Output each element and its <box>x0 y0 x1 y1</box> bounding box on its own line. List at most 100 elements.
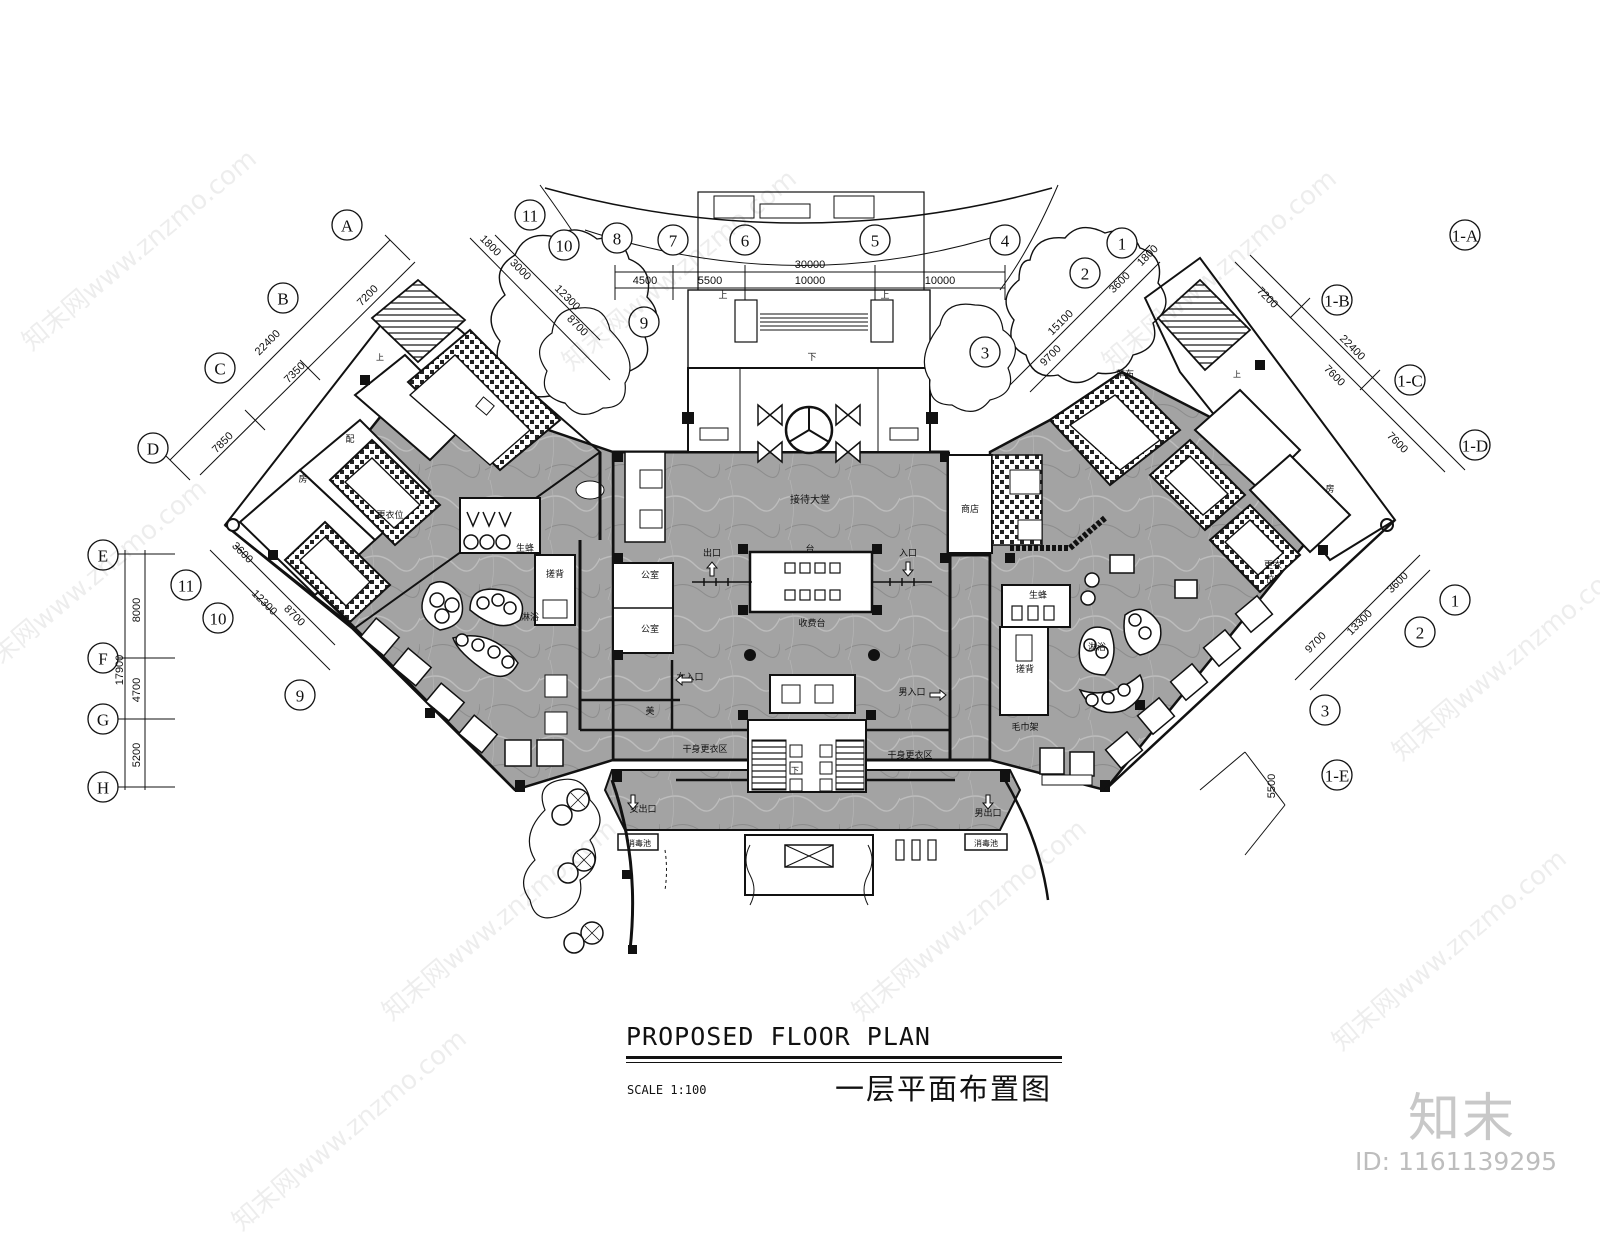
dimension-value: 30000 <box>795 259 826 271</box>
room-label: 搓背 <box>546 568 564 580</box>
room-label: 女出口 <box>629 803 656 815</box>
svg-text:1-E: 1-E <box>1325 767 1350 786</box>
title-underline-thin <box>626 1062 1062 1063</box>
room-label: 收费台 <box>798 617 825 629</box>
room-label: 配 <box>345 434 354 445</box>
dimension-value: 4500 <box>633 275 657 287</box>
room-label: 商店 <box>961 503 979 515</box>
room-label: 上 <box>1233 370 1241 379</box>
axis-marker: H <box>87 771 119 803</box>
dimension-value: 5500 <box>1266 774 1278 798</box>
room-label: 公室 <box>641 569 659 581</box>
axis-marker: 1-B <box>1321 284 1353 316</box>
axis-marker: 1-E <box>1321 759 1353 791</box>
svg-text:H: H <box>97 779 109 798</box>
axis-marker: 3 <box>969 336 1001 368</box>
svg-text:10: 10 <box>556 237 573 256</box>
room-label: 位 <box>1265 573 1274 585</box>
room-label: 上 <box>718 290 727 301</box>
dimension-value: 5200 <box>131 743 143 767</box>
dimension-value: 3600 <box>1385 570 1411 596</box>
svg-text:1: 1 <box>1118 235 1127 254</box>
floor-plan-drawing: 11108765412ABCD11109EFGH1-A1-B1-C1-D1-E1… <box>87 184 1491 954</box>
dimension-value: 1800 <box>477 233 503 259</box>
svg-text:G: G <box>97 711 109 730</box>
axis-marker: 11 <box>514 199 546 231</box>
dimension-value: 10000 <box>795 275 826 287</box>
svg-text:1-B: 1-B <box>1324 292 1350 311</box>
axis-marker: 9 <box>284 679 316 711</box>
title-underline-thick <box>626 1056 1062 1059</box>
drawing-title-english: PROPOSED FLOOR PLAN <box>626 1022 931 1051</box>
room-label: 接待大堂 <box>790 493 830 506</box>
dimension-value: 22400 <box>253 328 283 358</box>
axis-marker: 10 <box>202 602 234 634</box>
room-label: 房 <box>298 473 307 485</box>
dimension-value: 3600 <box>229 540 255 566</box>
dimension-value: 8000 <box>131 598 143 622</box>
axis-marker: 10 <box>548 229 580 261</box>
svg-text:11: 11 <box>178 577 194 596</box>
room-label: 上 <box>880 290 889 301</box>
svg-text:9: 9 <box>296 687 305 706</box>
svg-text:11: 11 <box>522 207 538 226</box>
svg-text:6: 6 <box>741 232 750 251</box>
svg-text:E: E <box>98 547 108 566</box>
room-label: 更衣位 <box>376 509 403 521</box>
dimension-value: 12300 <box>249 588 279 618</box>
axis-marker: B <box>267 282 299 314</box>
axis-marker: 2 <box>1404 616 1436 648</box>
direction-arrow-icon <box>901 561 915 577</box>
axis-marker: 1-D <box>1459 429 1491 461</box>
axis-marker: 8 <box>601 222 633 254</box>
room-label: 台 <box>805 543 814 555</box>
room-label: 毛巾架 <box>1011 721 1038 733</box>
svg-text:B: B <box>277 290 288 309</box>
svg-text:C: C <box>214 360 225 379</box>
room-label: 干身更衣区 <box>682 743 727 755</box>
axis-marker: 1 <box>1439 584 1471 616</box>
room-labels: 接待大堂台收费台出口入口公室公室女入口男入口美干身更衣区干身更衣区毛巾架女出口男… <box>298 290 1334 848</box>
svg-text:7: 7 <box>669 232 678 251</box>
direction-arrow-icon <box>675 673 693 687</box>
axis-marker: 9 <box>628 306 660 338</box>
svg-text:3: 3 <box>1321 702 1330 721</box>
svg-text:1-C: 1-C <box>1397 372 1423 391</box>
room-label: 淋浴 <box>1088 641 1106 653</box>
direction-arrow-icon <box>981 794 995 810</box>
dimension-value: 7200 <box>1254 285 1280 311</box>
axis-marker: D <box>137 432 169 464</box>
svg-text:1-D: 1-D <box>1462 437 1488 456</box>
svg-text:2: 2 <box>1416 624 1425 643</box>
svg-text:8: 8 <box>613 230 622 249</box>
svg-text:5: 5 <box>871 232 880 251</box>
room-label: 搓背 <box>1016 663 1034 675</box>
dimension-value: 10000 <box>925 275 956 287</box>
svg-text:3: 3 <box>981 344 990 363</box>
room-label: 下 <box>791 766 799 775</box>
svg-text:1-A: 1-A <box>1452 227 1479 246</box>
dimension-value: 22400 <box>1337 333 1367 363</box>
drawing-title-chinese: 一层平面布置图 <box>835 1072 1053 1106</box>
dimension-value: 5500 <box>698 275 722 287</box>
axis-marker: G <box>87 703 119 735</box>
dimension-value: 7200 <box>355 283 381 309</box>
image-id: ID: 1161139295 <box>1355 1147 1558 1176</box>
tree-canopy-right <box>1005 226 1167 384</box>
axis-marker: 6 <box>729 224 761 256</box>
svg-text:9: 9 <box>640 314 649 333</box>
axis-marker: E <box>87 539 119 571</box>
room-label: 干身更衣区 <box>887 749 932 761</box>
room-label: 消毒池 <box>627 838 651 848</box>
room-label: 男入口 <box>898 687 925 698</box>
room-label: 消毒池 <box>974 838 998 848</box>
axis-marker: 5 <box>859 224 891 256</box>
svg-text:D: D <box>147 440 159 459</box>
axis-marker: C <box>204 352 236 384</box>
room-label: 房 <box>1325 483 1334 495</box>
svg-text:2: 2 <box>1081 265 1090 284</box>
room-label: 生蜂 <box>1029 589 1047 601</box>
axis-marker: 7 <box>657 224 689 256</box>
room-label: 更衣 <box>1264 559 1282 571</box>
